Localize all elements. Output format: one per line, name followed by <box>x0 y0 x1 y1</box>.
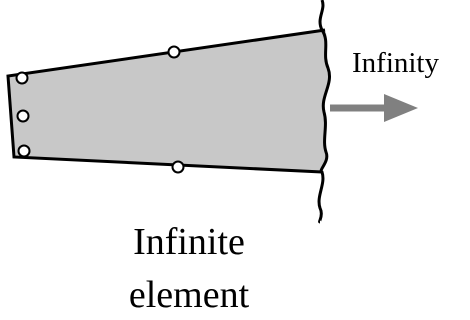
node-circle <box>17 144 31 158</box>
right-arrow-icon <box>330 94 418 122</box>
node-circle <box>15 71 29 85</box>
node-circle <box>167 45 181 59</box>
truncation-wavy-line <box>317 0 331 224</box>
caption-line-2: element <box>129 274 250 316</box>
node-circle <box>16 109 30 123</box>
node-circle <box>171 160 185 174</box>
infinity-label: Infinity <box>352 47 439 79</box>
caption-line-1: Infinite <box>133 221 245 263</box>
element-outline <box>6 28 326 174</box>
